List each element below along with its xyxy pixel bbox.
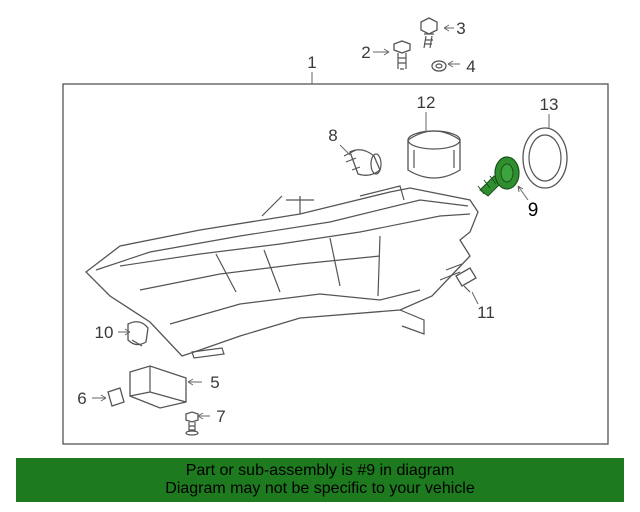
headlamp-assembly[interactable] [85,185,479,359]
part-9-socket-highlighted[interactable] [477,156,520,197]
part-12-socket-ring[interactable] [407,130,461,179]
callout-3: 3 [456,19,465,38]
part-info-banner: Part or sub-assembly is #9 in diagram Di… [16,458,624,502]
callout-4: 4 [466,57,475,76]
part-3-bolt[interactable] [420,17,438,49]
callout-2: 2 [361,43,370,62]
callout-5: 5 [210,373,219,392]
part-6-clip[interactable] [107,387,125,407]
part-10-bulb[interactable] [127,321,149,347]
assembly-frame [62,83,609,445]
callout-9-highlighted: 9 [528,200,539,221]
callout-7: 7 [216,407,225,426]
callout-13: 13 [540,95,559,114]
part-8-bulb[interactable] [343,149,382,176]
part-7-screw[interactable] [185,411,199,436]
callout-6: 6 [77,389,86,408]
part-11-bulb[interactable] [455,267,477,293]
part-4-clip[interactable] [431,60,447,72]
part-info-line: Part or sub-assembly is #9 in diagram [185,462,455,479]
diagram-disclaimer: Diagram may not be specific to your vehi… [165,480,475,497]
callout-11: 11 [477,303,495,322]
part-5-bracket[interactable] [129,365,187,409]
callout-8: 8 [328,126,337,145]
callout-10: 10 [95,323,114,342]
callout-12: 12 [417,93,436,112]
part-2-bolt[interactable] [393,40,411,70]
part-13-cap[interactable] [522,127,568,189]
callout-1: 1 [307,53,316,72]
